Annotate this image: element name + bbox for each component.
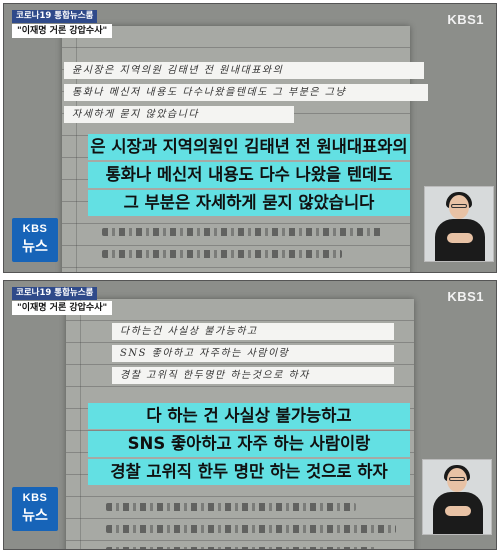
caption-line-2: SNS 좋아하고 자주 하는 사람이랑 bbox=[88, 431, 410, 457]
caption-line-3: 경찰 고위직 한두 명만 하는 것으로 하자 bbox=[88, 459, 410, 485]
handwritten-line-2: SNS 좋아하고 자주하는 사람이랑 bbox=[112, 345, 394, 362]
kbs-news-logo-icon: KBS 뉴스 bbox=[12, 218, 58, 262]
broadcaster-logo: KBS1 bbox=[447, 12, 484, 27]
caption-line-1: 다 하는 건 사실상 불가능하고 bbox=[88, 403, 410, 429]
headline-badge: "이재명 거론 강압수사" bbox=[12, 301, 113, 315]
broadcaster-logo: KBS1 bbox=[447, 289, 484, 304]
handwritten-line-1: 다하는건 사실상 불가능하고 bbox=[112, 323, 394, 340]
headline-badge: "이재명 거론 강압수사" bbox=[12, 24, 113, 38]
caption-line-2: 통화나 메신저 내용도 다수 나왔을 텐데도 bbox=[88, 162, 410, 188]
handwritten-line-3: 경찰 고위직 한두명만 하는것으로 하자 bbox=[112, 367, 394, 384]
handwritten-line-2: 통화나 메신저 내용도 다수나왔을텐데도 그 부분은 그냥 bbox=[64, 84, 428, 101]
sign-language-interpreter-icon bbox=[424, 186, 494, 262]
video-frame-1: 윤시장은 지역의원 김태년 전 원내대표와의 통화나 메신저 내용도 다수나왔을… bbox=[3, 3, 497, 273]
sign-language-interpreter-icon bbox=[422, 459, 492, 535]
program-badge: 코로나19 통합뉴스룸 bbox=[12, 287, 98, 300]
caption-line-1: 은 시장과 지역의원인 김태년 전 원내대표와의 bbox=[88, 134, 410, 160]
video-frame-2: 다하는건 사실상 불가능하고 SNS 좋아하고 자주하는 사람이랑 경찰 고위직… bbox=[3, 280, 497, 550]
kbs-news-logo-icon: KBS 뉴스 bbox=[12, 487, 58, 531]
handwritten-line-3: 자세하게 묻지 않았습니다 bbox=[64, 106, 294, 123]
program-badge: 코로나19 통합뉴스룸 bbox=[12, 10, 98, 23]
handwritten-line-1: 윤시장은 지역의원 김태년 전 원내대표와의 bbox=[64, 62, 424, 79]
caption-line-3: 그 부분은 자세하게 묻지 않았습니다 bbox=[88, 190, 410, 216]
